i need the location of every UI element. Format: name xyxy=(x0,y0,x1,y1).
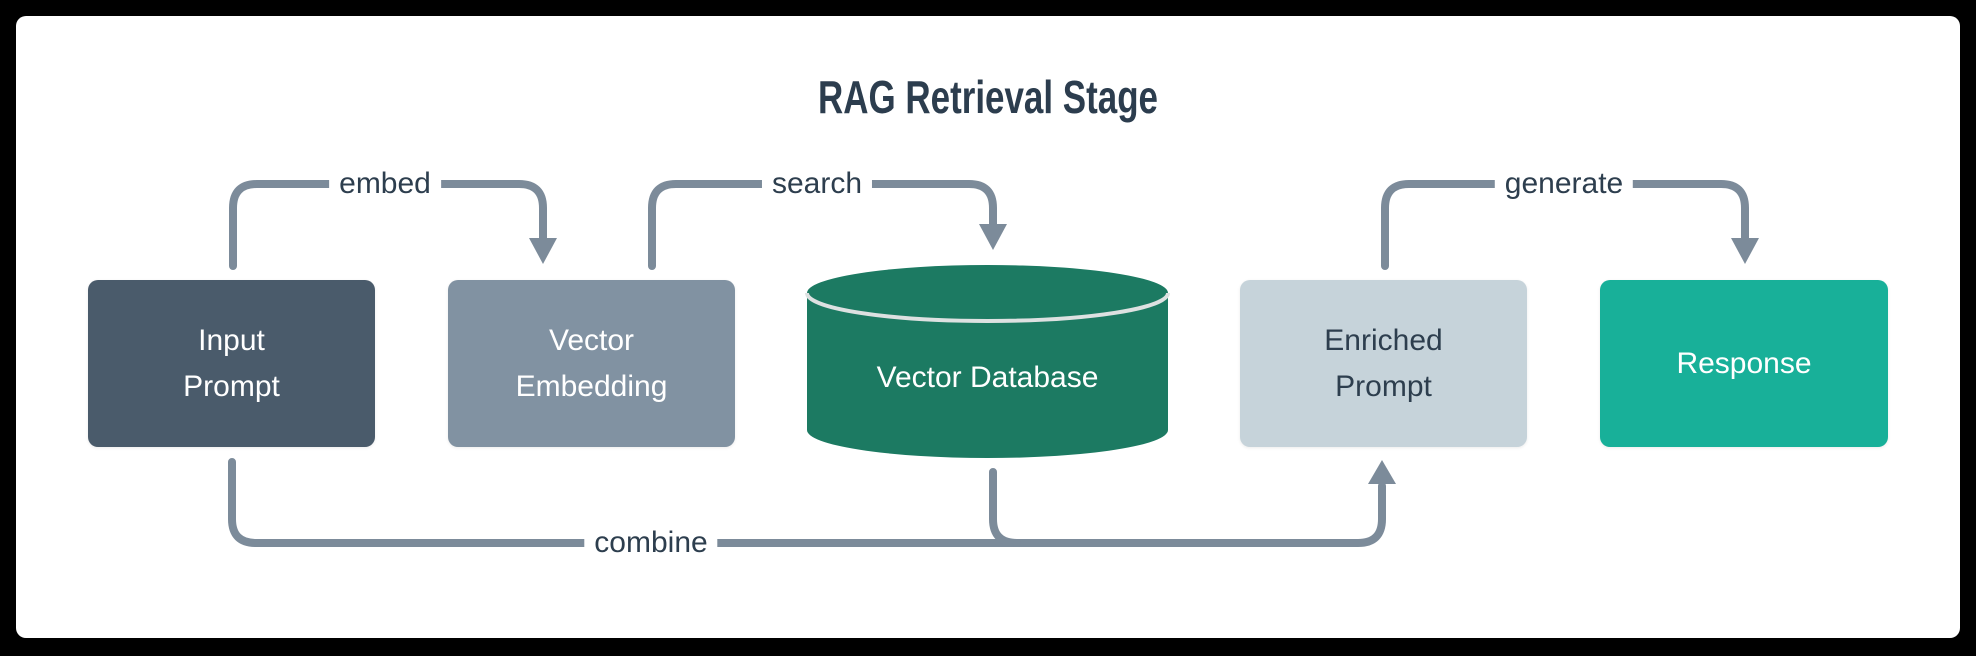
node-vector-embedding: Vector Embedding xyxy=(448,280,735,447)
node-response: Response xyxy=(1600,280,1888,447)
diagram-title: RAG Retrieval Stage xyxy=(817,71,1159,123)
edge-label-generate: generate xyxy=(1494,165,1634,203)
edge-label-embed: embed xyxy=(329,165,441,203)
node-vector-database-label: Vector Database xyxy=(876,360,1099,394)
edge-label-search: search xyxy=(761,165,873,203)
node-enriched-prompt: Enriched Prompt xyxy=(1240,280,1527,447)
node-input-prompt: Input Prompt xyxy=(88,280,375,447)
edge-label-combine: combine xyxy=(584,524,718,562)
